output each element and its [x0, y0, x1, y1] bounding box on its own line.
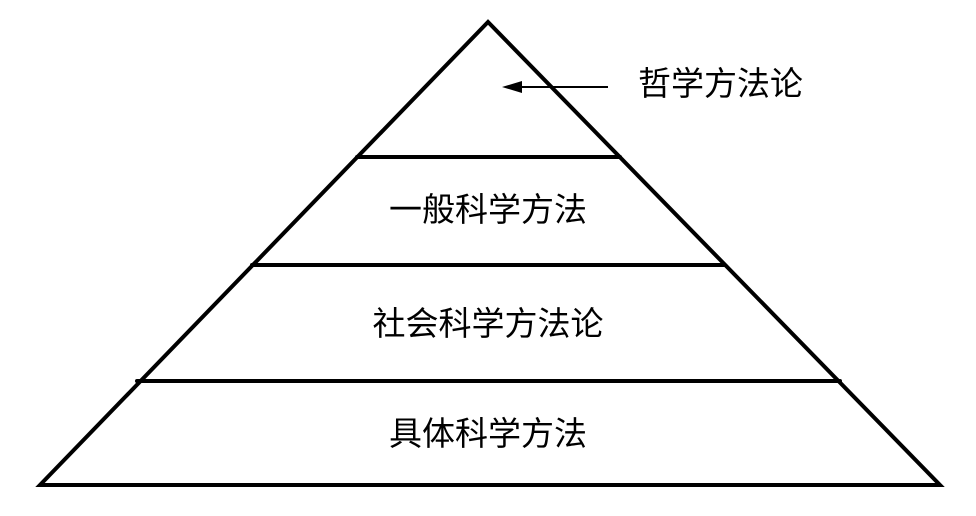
label-social-science-methodology: 社会科学方法论	[373, 304, 604, 343]
annotation-arrow-head	[502, 81, 522, 93]
label-philosophical-methodology: 哲学方法论	[638, 64, 803, 103]
pyramid-outline	[35, 19, 945, 487]
label-specific-scientific-method: 具体科学方法	[389, 414, 587, 453]
label-general-scientific-method: 一般科学方法	[389, 190, 587, 229]
